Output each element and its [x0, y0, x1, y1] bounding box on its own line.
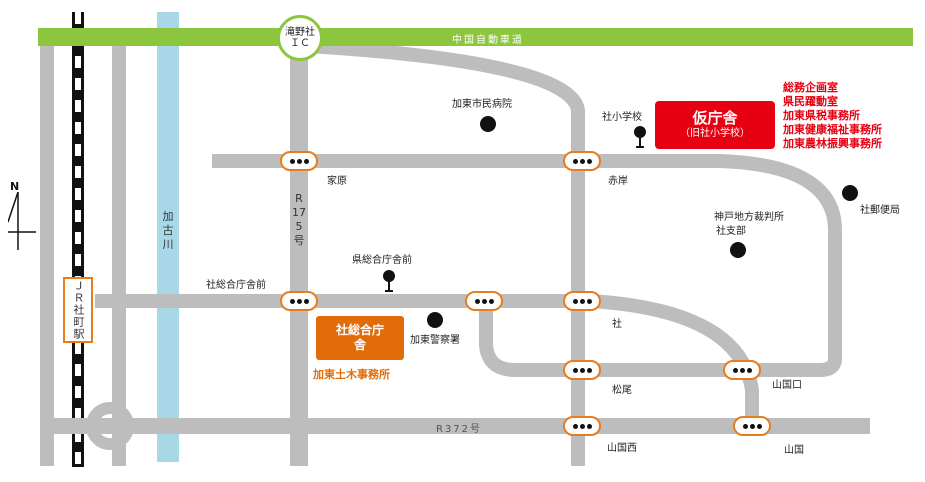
- temp-office-subtitle: （旧社小学校）: [680, 128, 750, 139]
- red-office-5: 加東農林振興事務所: [783, 137, 882, 150]
- node-sha-mae: [280, 291, 318, 311]
- temp-office-box: 仮庁舎 （旧社小学校）: [655, 101, 775, 149]
- road-west-1: [40, 38, 54, 466]
- red-office-2: 県民躍動室: [783, 95, 838, 108]
- road-expressway: [38, 28, 913, 46]
- red-office-4: 加東健康福祉事務所: [783, 123, 882, 136]
- r372-label: R372号: [436, 424, 483, 435]
- north-arrow: N: [8, 180, 38, 250]
- akagishi-label: 赤岸: [608, 176, 628, 187]
- roundabout: [86, 402, 134, 450]
- court-label-2: 社支部: [716, 226, 746, 237]
- node-kahara: [280, 151, 318, 171]
- ken-mae-label: 県総合庁舎前: [352, 255, 412, 266]
- node-sha: [563, 291, 601, 311]
- jr-yashiro-station: ＪＲ社町駅: [63, 277, 93, 343]
- yamakuni-nishi-label: 山国西: [607, 443, 637, 454]
- ic-line-1: 滝野社: [285, 27, 315, 38]
- matsuo-label: 松尾: [612, 385, 632, 396]
- elementary-label: 社小学校: [602, 112, 642, 123]
- node-yamakuni-nishi: [563, 416, 601, 436]
- sha-label: 社: [612, 319, 622, 330]
- hospital-marker: [480, 116, 496, 132]
- temp-office-title: 仮庁舎: [692, 109, 738, 127]
- main-office-box: 社総合庁舎: [316, 316, 404, 360]
- court-marker: [730, 242, 746, 258]
- yamakuniguchi-label: 山国口: [772, 380, 802, 391]
- kako-river: [157, 12, 179, 462]
- node-matsuo: [563, 360, 601, 380]
- road-west-2: [112, 38, 126, 466]
- north-arrow-icon: [8, 192, 36, 250]
- north-label: N: [10, 180, 20, 193]
- main-office-sub: 加東土木事務所: [313, 368, 390, 381]
- node-yamakuni: [733, 416, 771, 436]
- post-office-marker: [842, 185, 858, 201]
- station-label: ＪＲ社町駅: [72, 280, 85, 340]
- sha-mae-label: 社総合庁舎前: [206, 280, 266, 291]
- expressway-label: 中国自動車道: [452, 35, 524, 46]
- ic-line-2: ＩＣ: [290, 38, 310, 49]
- police-label: 加東警察署: [410, 335, 460, 346]
- red-office-3: 加東県税事務所: [783, 109, 860, 122]
- court-label-1: 神戸地方裁判所: [714, 212, 784, 223]
- ken-mae-pin-icon: [383, 270, 395, 292]
- post-office-label: 社郵便局: [860, 205, 900, 216]
- red-office-1: 総務企画室: [783, 81, 838, 94]
- road-r175: [290, 50, 308, 466]
- road-akagishi: [212, 154, 842, 377]
- road-sha: [95, 294, 590, 308]
- r175-label: R175号: [292, 192, 306, 247]
- node-akagishi: [563, 151, 601, 171]
- takinosha-ic: 滝野社 ＩＣ: [277, 15, 323, 61]
- road-loop: [479, 301, 760, 377]
- road-central-curve: [307, 39, 585, 466]
- road-r372: [40, 418, 870, 434]
- node-police: [465, 291, 503, 311]
- police-marker: [427, 312, 443, 328]
- node-yamakuniguchi: [723, 360, 761, 380]
- main-office-title: 社総合庁舎: [335, 323, 384, 352]
- red-office-list: 総務企画室 県民躍動室 加東県税事務所 加東健康福祉事務所 加東農林振興事務所: [783, 81, 882, 151]
- kahara-label: 家原: [327, 176, 347, 187]
- yamakuni-label: 山国: [784, 445, 804, 456]
- elementary-pin-icon: [634, 126, 646, 148]
- river-label: 加古川: [162, 210, 174, 251]
- hospital-label: 加東市民病院: [452, 99, 512, 110]
